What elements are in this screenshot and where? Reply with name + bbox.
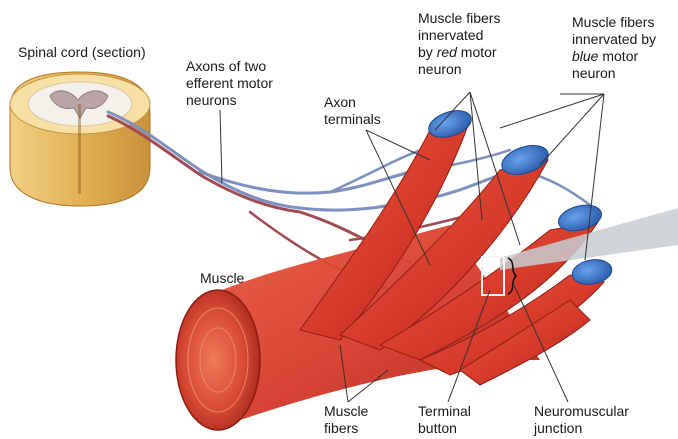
label-muscle-fibers: Muscle fibers [324, 403, 368, 437]
spinal-cord-section [10, 72, 150, 206]
label-axons-line-2: efferent motor [186, 75, 273, 92]
label-axon-terminals-line-2: terminals [324, 111, 381, 128]
label-blue-fibers-line-2: innervated by [572, 31, 656, 48]
label-nmj: Neuromuscular junction [534, 403, 629, 437]
label-axons-line-1: Axons of two [186, 58, 273, 75]
label-blue-fibers: Muscle fibers innervated by blue motor n… [572, 14, 656, 82]
label-nmj-line-1: Neuromuscular [534, 403, 629, 420]
label-axon-terminals: Axon terminals [324, 94, 381, 128]
label-blue-fibers-motor: motor [598, 48, 638, 64]
label-red-fibers-red: red [437, 44, 457, 60]
label-terminal-button: Terminal button [418, 403, 471, 437]
label-blue-fibers-line-3: blue motor [572, 48, 656, 65]
label-spinal-cord: Spinal cord (section) [18, 44, 146, 61]
label-axons-line-3: neurons [186, 92, 273, 109]
label-red-fibers-motor: motor [457, 44, 497, 60]
label-red-fibers-by: by [418, 44, 437, 60]
label-muscle-fibers-line-2: fibers [324, 420, 368, 437]
label-axons: Axons of two efferent motor neurons [186, 58, 273, 109]
label-red-fibers-line-3: by red motor [418, 44, 500, 61]
label-red-fibers-line-2: innervated [418, 27, 500, 44]
label-blue-fibers-line-1: Muscle fibers [572, 14, 656, 31]
label-blue-fibers-blue: blue [572, 48, 598, 64]
label-nmj-line-2: junction [534, 420, 629, 437]
label-muscle: Muscle [200, 270, 244, 287]
label-terminal-button-line-1: Terminal [418, 403, 471, 420]
label-red-fibers-line-4: neuron [418, 61, 500, 78]
label-terminal-button-line-2: button [418, 420, 471, 437]
label-muscle-fibers-line-1: Muscle [324, 403, 368, 420]
label-blue-fibers-line-4: neuron [572, 65, 656, 82]
label-red-fibers: Muscle fibers innervated by red motor ne… [418, 10, 500, 78]
label-red-fibers-line-1: Muscle fibers [418, 10, 500, 27]
label-axon-terminals-line-1: Axon [324, 94, 381, 111]
